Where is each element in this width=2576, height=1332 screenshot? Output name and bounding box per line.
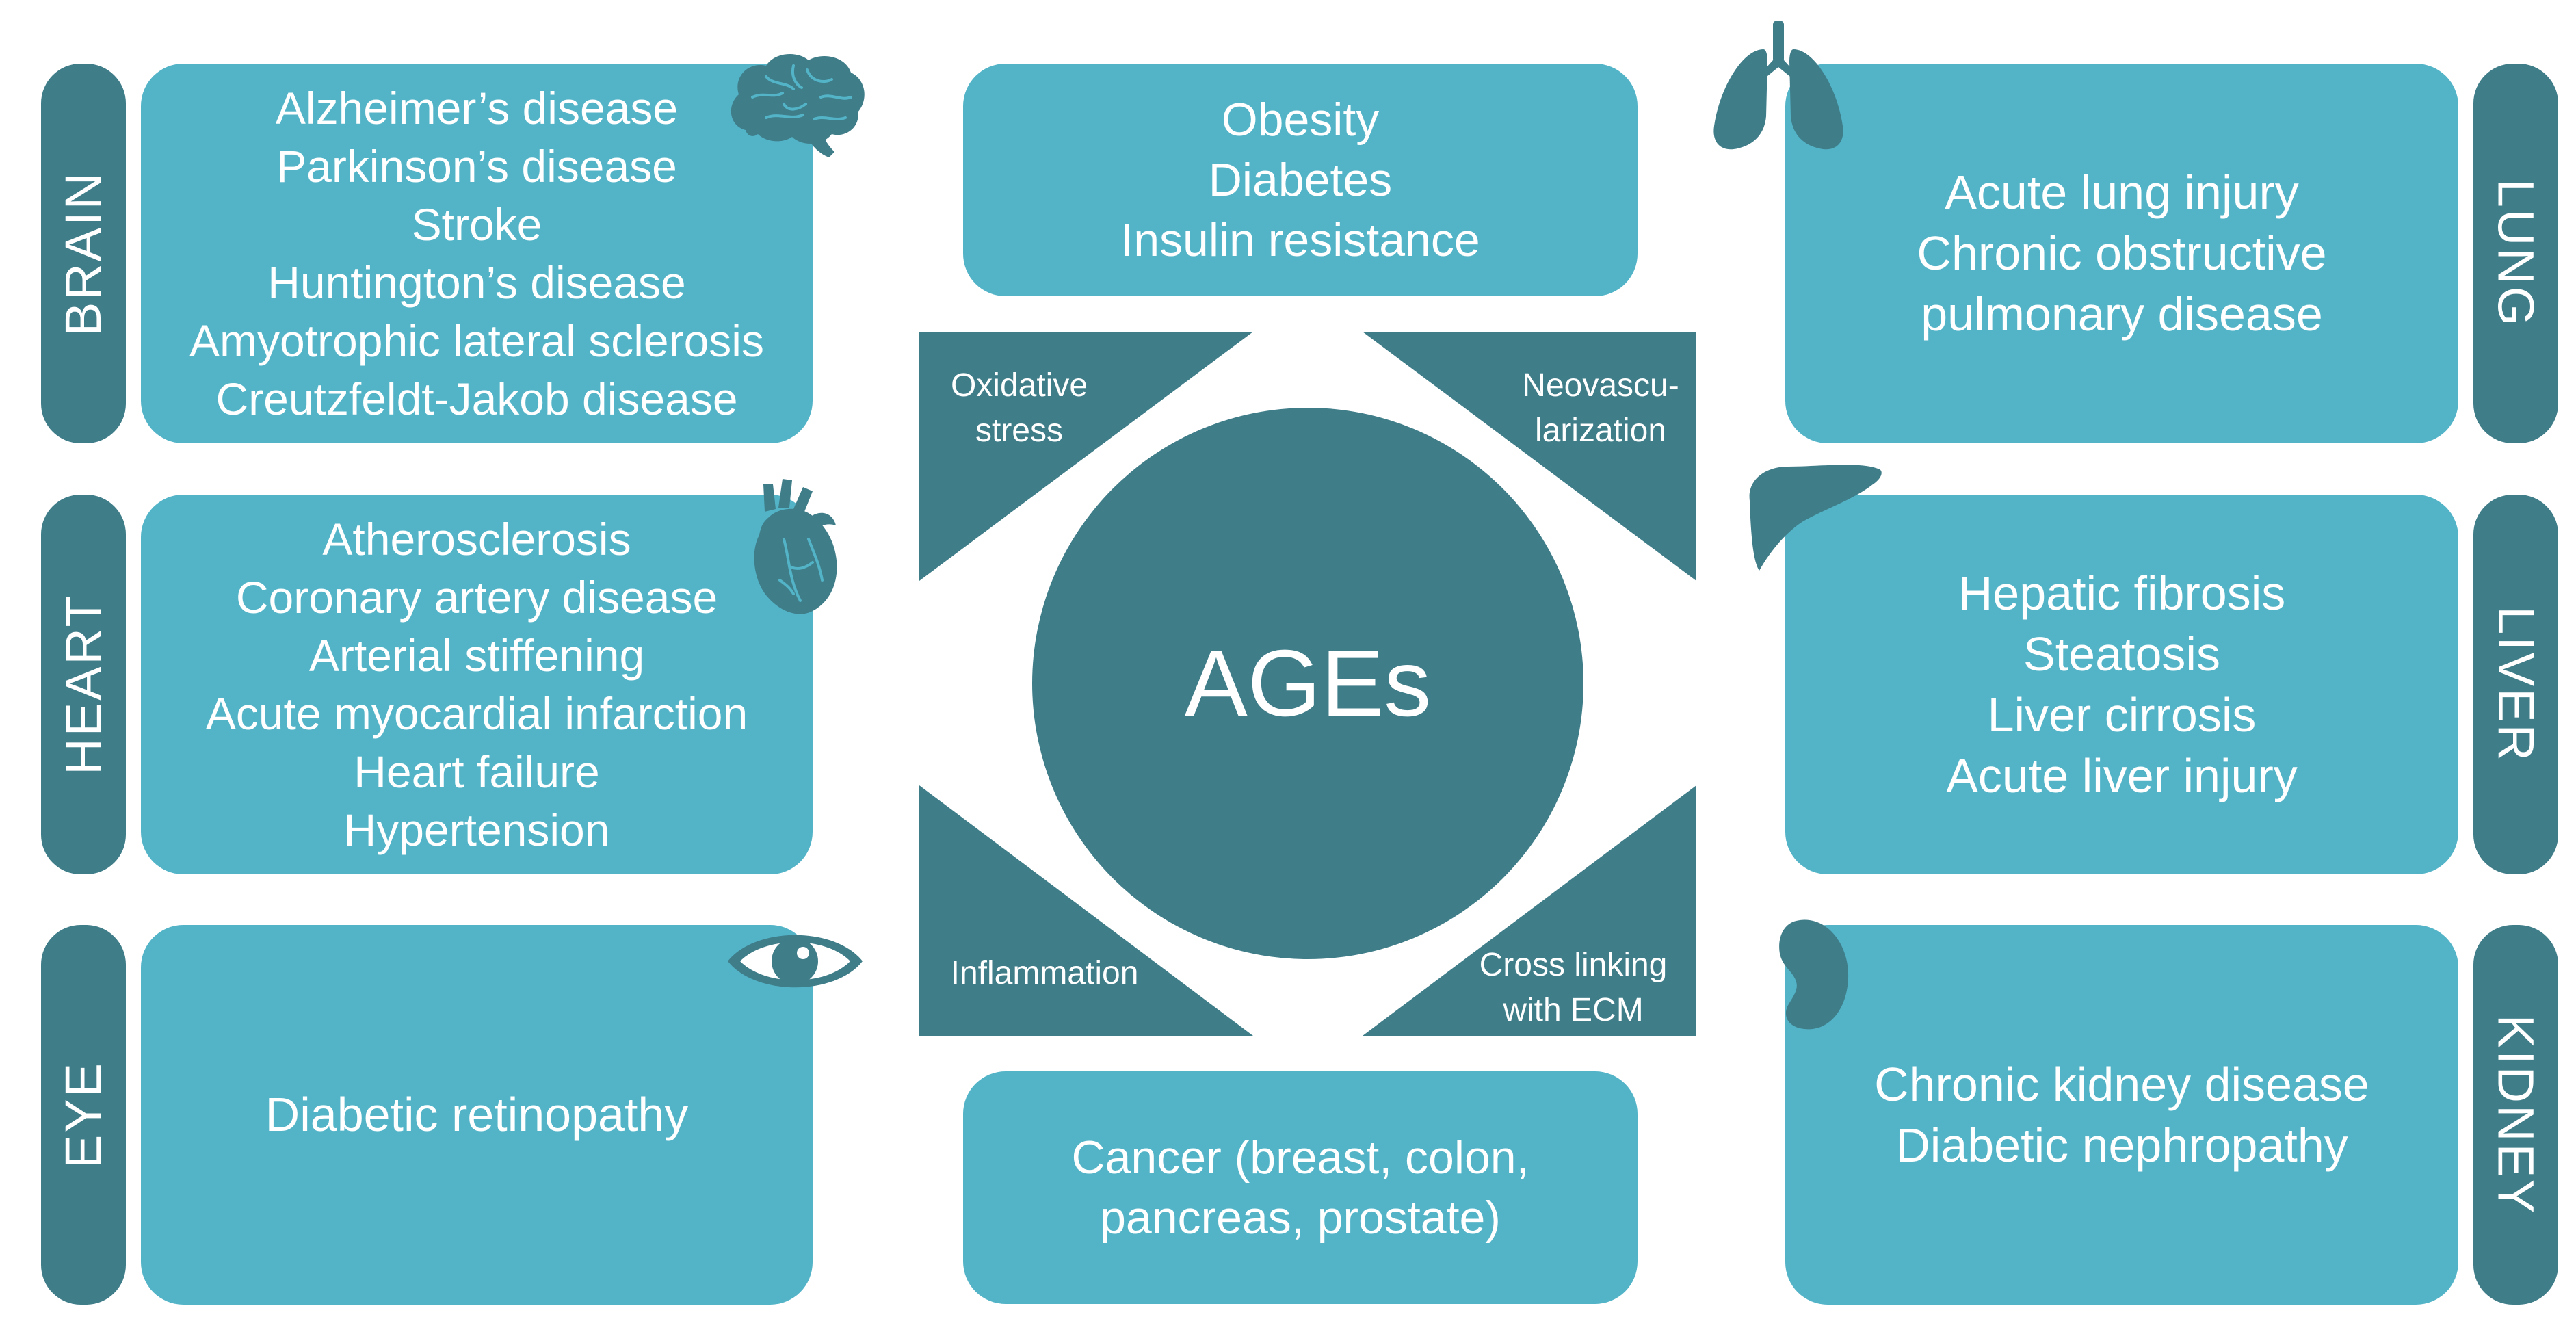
eye-disease: Diabetic retinopathy (265, 1088, 689, 1141)
lung-disease: Chronic obstructive (1917, 226, 2327, 280)
inflammation-triangle (919, 785, 1253, 1036)
oxidative-stress-triangle (919, 332, 1253, 581)
mechanism-text: Oxidative (950, 367, 1088, 404)
inflammation-label: Inflammation (932, 951, 1157, 996)
brain-disease: Stroke (411, 198, 542, 250)
brain-disease: Amyotrophic lateral sclerosis (189, 315, 764, 366)
liver-disease: Liver cirrosis (1987, 688, 2257, 742)
liver-icon (1744, 460, 1884, 576)
mechanism-text: larization (1534, 413, 1667, 449)
kidney-disease: Diabetic nephropathy (1895, 1118, 2348, 1172)
crosslinking-triangle (1363, 785, 1696, 1036)
cancer-text: pancreas, prostate) (1100, 1192, 1501, 1244)
heart-icon (746, 478, 841, 618)
lung-disease-box: Acute lung injury Chronic obstructive pu… (1785, 64, 2458, 443)
metabolic-disease: Obesity (1221, 94, 1380, 146)
mechanism-text: stress (975, 413, 1063, 449)
kidney-icon (1776, 915, 1851, 1032)
brain-disease: Alzheimer’s disease (275, 82, 679, 133)
brain-disease: Creutzfeldt-Jakob disease (215, 373, 738, 424)
eye-icon (725, 922, 865, 1001)
cancer-box: Cancer (breast, colon, pancreas, prostat… (963, 1071, 1638, 1304)
lungs-icon (1710, 19, 1847, 156)
kidney-disease-box: Chronic kidney disease Diabetic nephropa… (1785, 925, 2458, 1305)
neovascularization-triangle (1363, 332, 1696, 581)
lung-tab: LUNG (2473, 64, 2558, 443)
metabolic-disease: Diabetes (1208, 154, 1393, 206)
mechanism-text: Cross linking (1479, 947, 1668, 983)
heart-disease: Coronary artery disease (235, 571, 718, 623)
liver-disease: Hepatic fibrosis (1958, 566, 2286, 620)
ages-label: AGEs (1184, 630, 1432, 736)
ages-circle (1032, 408, 1583, 959)
liver-tab: LIVER (2473, 495, 2558, 874)
heart-disease: Heart failure (354, 746, 600, 797)
kidney-disease: Chronic kidney disease (1874, 1057, 2369, 1111)
mechanism-text: Inflammation (950, 955, 1139, 991)
crosslinking-label: Cross linking with ECM (1457, 943, 1690, 1033)
heart-disease: Hypertension (343, 804, 610, 855)
heart-disease-box: Atherosclerosis Coronary artery disease … (141, 495, 813, 874)
metabolic-disease: Insulin resistance (1120, 214, 1480, 266)
mechanism-text: Neovascu- (1522, 367, 1679, 404)
brain-icon (725, 49, 869, 159)
lung-disease: Acute lung injury (1945, 166, 2299, 219)
lung-disease: pulmonary disease (1921, 287, 2323, 341)
brain-disease: Huntington’s disease (267, 257, 686, 308)
heart-disease: Acute myocardial infarction (205, 688, 748, 739)
metabolic-disease-box: Obesity Diabetes Insulin resistance (963, 64, 1638, 296)
brain-disease: Parkinson’s disease (276, 140, 677, 192)
neovascularization-label: Neovascu- larization (1505, 363, 1696, 454)
eye-tab: EYE (41, 925, 126, 1305)
mechanism-text: with ECM (1503, 992, 1644, 1028)
brain-tab: BRAIN (41, 64, 126, 443)
heart-disease: Atherosclerosis (322, 513, 631, 564)
liver-disease: Steatosis (2023, 627, 2220, 681)
brain-disease-box: Alzheimer’s disease Parkinson’s disease … (141, 64, 813, 443)
liver-disease: Acute liver injury (1946, 748, 2298, 802)
heart-disease: Arterial stiffening (308, 629, 645, 681)
eye-disease-box: Diabetic retinopathy (141, 925, 813, 1305)
kidney-tab: KIDNEY (2473, 925, 2558, 1305)
oxidative-stress-label: Oxidative stress (937, 363, 1101, 454)
cancer-text: Cancer (breast, colon, (1071, 1132, 1529, 1184)
liver-disease-box: Hepatic fibrosis Steatosis Liver cirrosi… (1785, 495, 2458, 874)
heart-tab: HEART (41, 495, 126, 874)
